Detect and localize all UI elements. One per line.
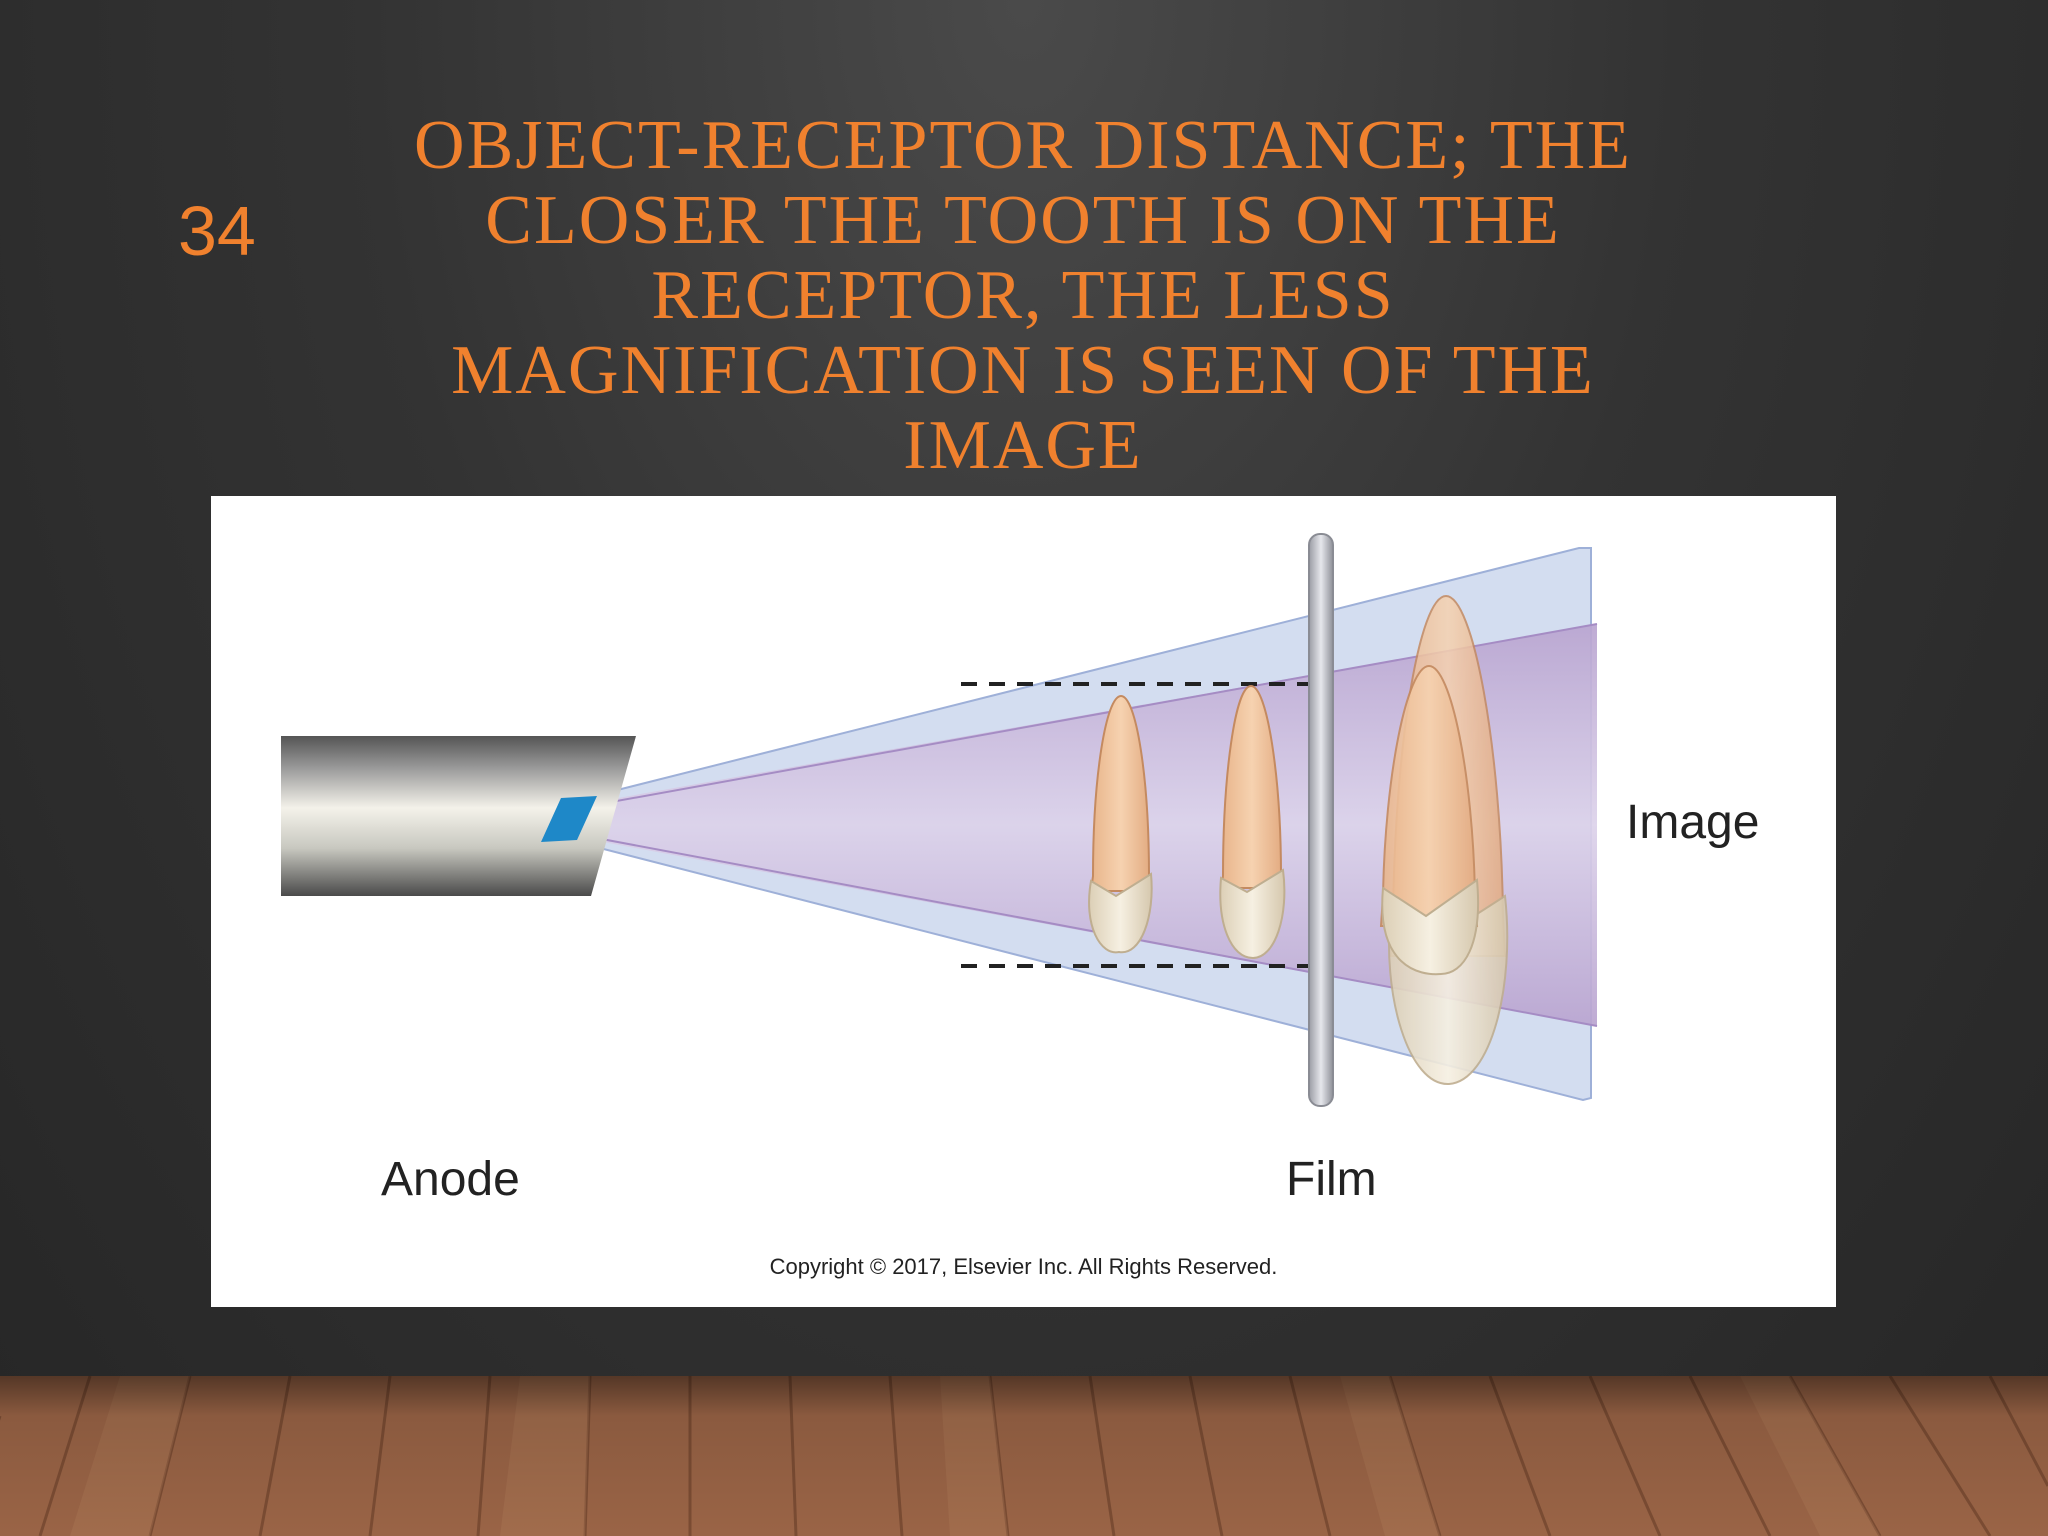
image-label: Image (1626, 796, 1760, 849)
radiography-diagram: Anode Film Image Copyright © 2017, Elsev… (211, 496, 1836, 1307)
slide-title: OBJECT-RECEPTOR DISTANCE; THE CLOSER THE… (414, 107, 1632, 484)
x-ray-tube (271, 734, 636, 900)
anode-label: Anode (381, 1153, 520, 1206)
image-tooth (1379, 594, 1509, 1086)
tooth-far (1088, 694, 1153, 954)
tooth-near (1219, 684, 1286, 960)
anode-target (541, 796, 597, 842)
slide-number: 34 (178, 192, 256, 270)
film-label: Film (1286, 1153, 1377, 1206)
wood-floor (0, 1376, 2048, 1536)
diagram-graphic (271, 533, 1598, 1107)
copyright-notice: Copyright © 2017, Elsevier Inc. All Righ… (769, 1254, 1278, 1279)
film-plate (1308, 533, 1334, 1107)
